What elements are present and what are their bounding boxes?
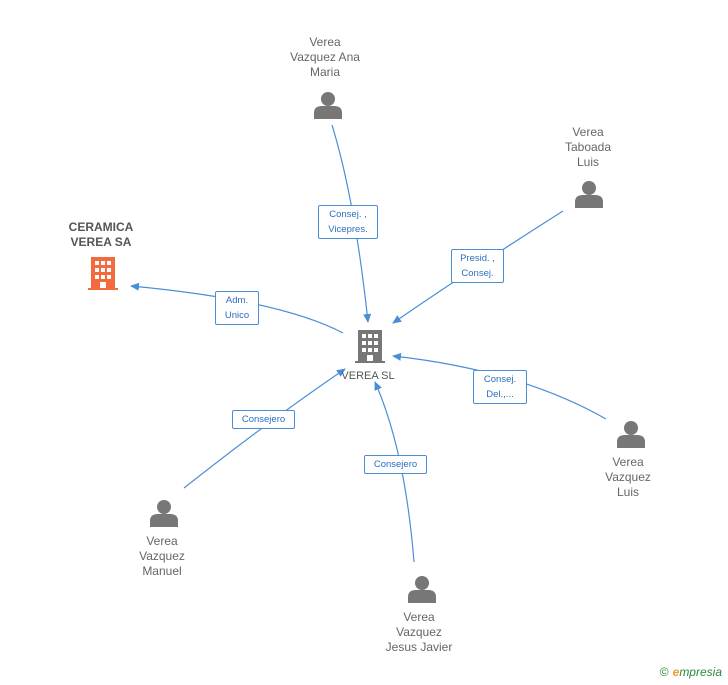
building-icon bbox=[355, 330, 385, 363]
person-icon[interactable] bbox=[150, 499, 178, 527]
center-company-label: VEREA SL bbox=[341, 370, 395, 382]
copyright-icon: © bbox=[659, 665, 669, 679]
person-icon[interactable] bbox=[617, 420, 645, 448]
edge-label-taboada[interactable]: Presid. ,Consej. bbox=[451, 249, 504, 283]
person-icon[interactable] bbox=[575, 180, 603, 208]
person-icon[interactable] bbox=[408, 575, 436, 603]
edge-label-ceramica[interactable]: Adm.Unico bbox=[215, 291, 259, 325]
brand-watermark: ©empresia bbox=[659, 665, 722, 679]
edge-label-ana[interactable]: Consej. ,Vicepres. bbox=[318, 205, 378, 239]
edge-label-manuel[interactable]: Consejero bbox=[232, 410, 295, 429]
person-icon[interactable] bbox=[314, 91, 342, 119]
edge-label-jesus[interactable]: Consejero bbox=[364, 455, 427, 474]
edge-label-luis[interactable]: Consej.Del.,... bbox=[473, 370, 527, 404]
building-icon[interactable] bbox=[88, 256, 118, 290]
